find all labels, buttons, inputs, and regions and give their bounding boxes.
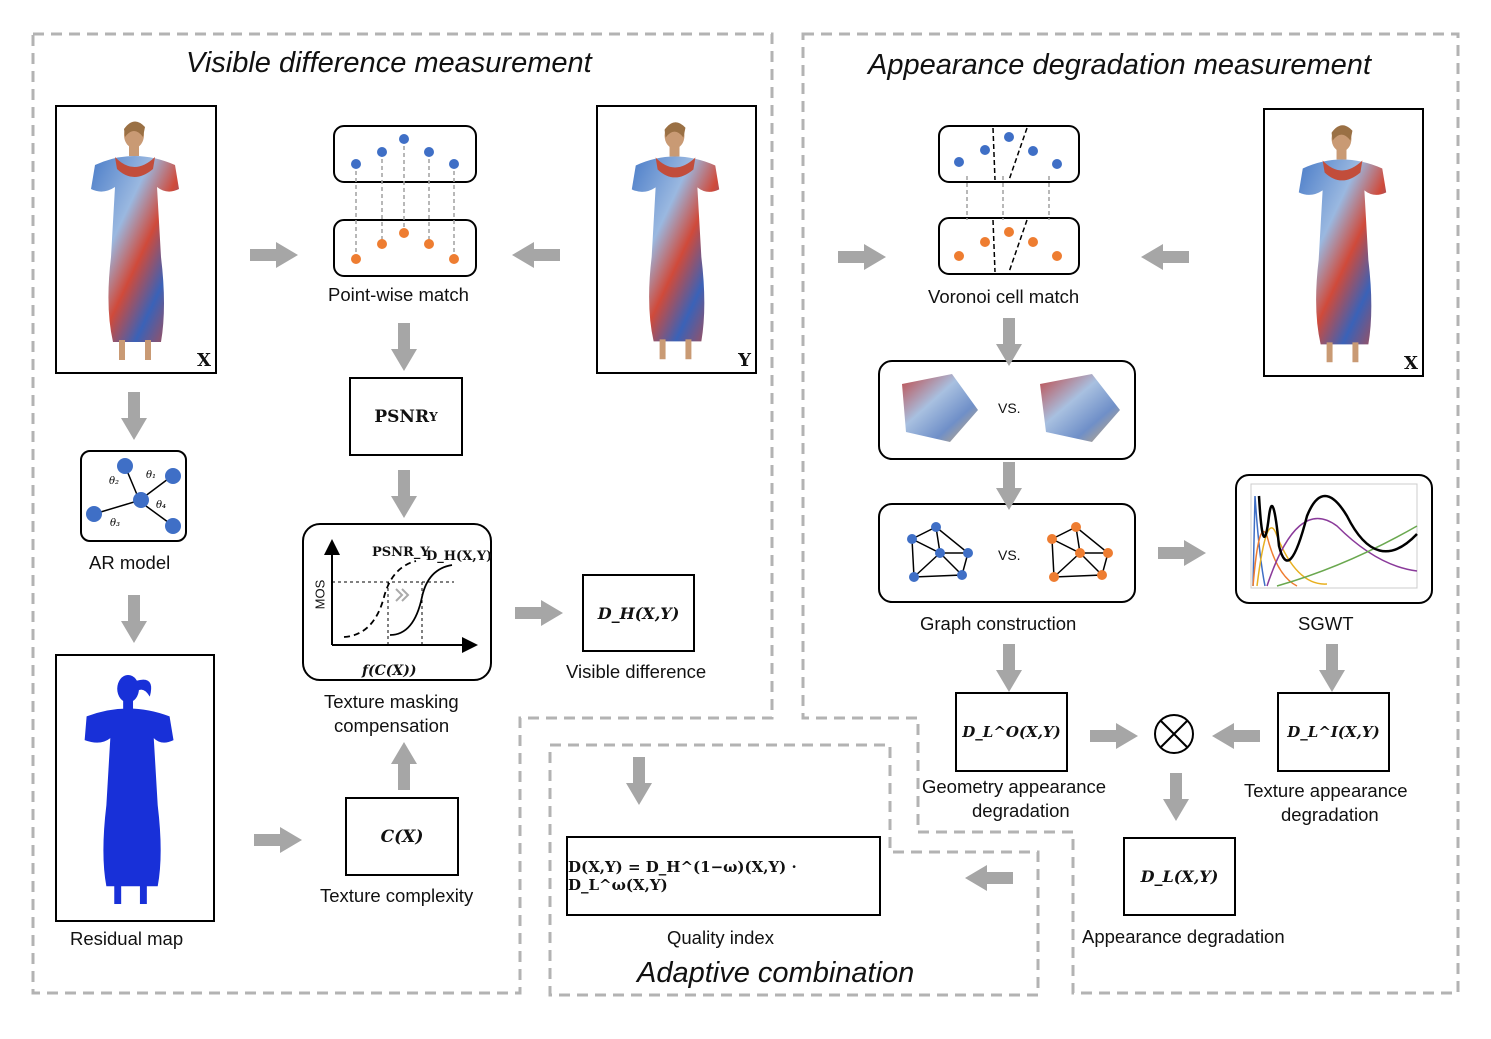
graph-construction-label: Graph construction: [920, 613, 1077, 634]
dh-curve-label: D_H(X,Y): [426, 549, 493, 564]
texture-appearance-label-2: degradation: [1281, 804, 1379, 825]
voronoi-label: Voronoi cell match: [928, 286, 1080, 307]
mos-ylabel: MOS: [312, 579, 328, 610]
mos-plot: [324, 539, 478, 653]
dl-box: D_L(X,Y): [1123, 837, 1236, 916]
theta-4: θ₄: [156, 500, 166, 511]
dh-box: D_H(X,Y): [582, 574, 695, 652]
ar-node: [165, 468, 181, 484]
vs-text-2: VS.: [998, 547, 1021, 563]
blue-point: [377, 147, 387, 157]
graph-drawing: [907, 522, 1113, 582]
blue-point: [449, 159, 459, 169]
ar-model-box: θ₂ θ₁ θ₃ θ₄: [80, 450, 187, 542]
dlo-formula: D_L^O(X,Y): [962, 723, 1061, 741]
distorted-image-y: Y: [596, 105, 757, 374]
sgwt-plot: [1250, 483, 1418, 589]
psnr-text: PSNR: [374, 406, 430, 427]
x-label: X: [1404, 353, 1418, 374]
orange-point: [399, 228, 409, 238]
person-figure: [91, 121, 179, 360]
ar-model-label: AR model: [89, 552, 171, 573]
theta-1: θ₁: [146, 470, 156, 481]
adaptive-section-title: Adaptive combination: [637, 957, 915, 989]
ar-node: [86, 506, 102, 522]
visible-section-border: [31, 32, 774, 995]
dli-box: D_L^I(X,Y): [1277, 692, 1390, 772]
otimes-icon: [1154, 714, 1194, 754]
theta-3: θ₃: [110, 518, 120, 529]
ar-node: [133, 492, 149, 508]
appearance-degradation-label: Appearance degradation: [1082, 926, 1285, 947]
appearance-section-title: Appearance degradation measurement: [868, 49, 1371, 81]
voronoi-match-graphic: [938, 125, 1080, 275]
texture-appearance-label-1: Texture appearance: [1244, 780, 1408, 801]
geometry-label-2: degradation: [972, 800, 1070, 821]
dli-formula: D_L^I(X,Y): [1287, 723, 1380, 741]
x-label: X: [197, 350, 211, 371]
dl-formula: D_L(X,Y): [1140, 867, 1219, 886]
psnr-subscript: Y: [429, 409, 438, 424]
appearance-section-border: [801, 32, 1460, 995]
pointwise-match-graphic: [333, 125, 477, 277]
fcx-xlabel: f(C(X)): [362, 663, 417, 679]
sgwt-label: SGWT: [1298, 613, 1354, 634]
quality-formula: D(X,Y) = D_H^(1−ω)(X,Y) · D_L^ω(X,Y): [568, 858, 797, 894]
cx-formula: C(X): [380, 826, 424, 847]
vs-text-1: VS.: [998, 400, 1021, 416]
blue-point: [424, 147, 434, 157]
adaptive-section-border: [548, 743, 1040, 997]
person-figure: [631, 122, 720, 360]
dlo-box: D_L^O(X,Y): [955, 692, 1068, 772]
blue-point: [351, 159, 361, 169]
y-label: Y: [738, 350, 751, 371]
orange-point: [424, 239, 434, 249]
residual-figure: [84, 674, 174, 905]
ar-model-graph: θ₂ θ₁ θ₃ θ₄: [86, 458, 181, 534]
visible-section-title: Visible difference measurement: [186, 47, 592, 79]
blue-point: [399, 134, 409, 144]
reference-image-x: X: [55, 105, 217, 374]
ar-node: [117, 458, 133, 474]
orange-point: [351, 254, 361, 264]
graph-construction-box: VS.: [878, 503, 1136, 603]
texture-patches: [902, 374, 1120, 442]
ar-node: [165, 518, 181, 534]
orange-point: [449, 254, 459, 264]
texture-masking-box: MOS PSNR_Y D_H(X,Y) f(C(X)): [302, 523, 492, 681]
reference-image-x-right: X: [1263, 108, 1424, 377]
texture-masking-label-1: Texture masking: [324, 691, 459, 712]
residual-map-label: Residual map: [70, 928, 184, 949]
texture-complexity-label: Texture complexity: [320, 885, 474, 906]
patch-comparison-box: VS.: [878, 360, 1136, 460]
geometry-label-1: Geometry appearance: [922, 776, 1107, 797]
quality-box: D(X,Y) = D_H^(1−ω)(X,Y) · D_L^ω(X,Y): [566, 836, 881, 916]
dh-formula: D_H(X,Y): [597, 603, 680, 623]
texture-masking-label-2: compensation: [334, 715, 450, 736]
pointwise-label: Point-wise match: [328, 284, 469, 305]
quality-index-label: Quality index: [667, 927, 774, 948]
residual-map-image: [55, 654, 215, 922]
person-figure: [1298, 125, 1387, 363]
orange-point: [377, 239, 387, 249]
theta-2: θ₂: [109, 476, 119, 487]
sgwt-box: [1235, 474, 1433, 604]
visible-difference-label: Visible difference: [566, 661, 707, 682]
cx-box: C(X): [345, 797, 459, 876]
psnr-curve-label: PSNR_Y: [372, 545, 430, 560]
